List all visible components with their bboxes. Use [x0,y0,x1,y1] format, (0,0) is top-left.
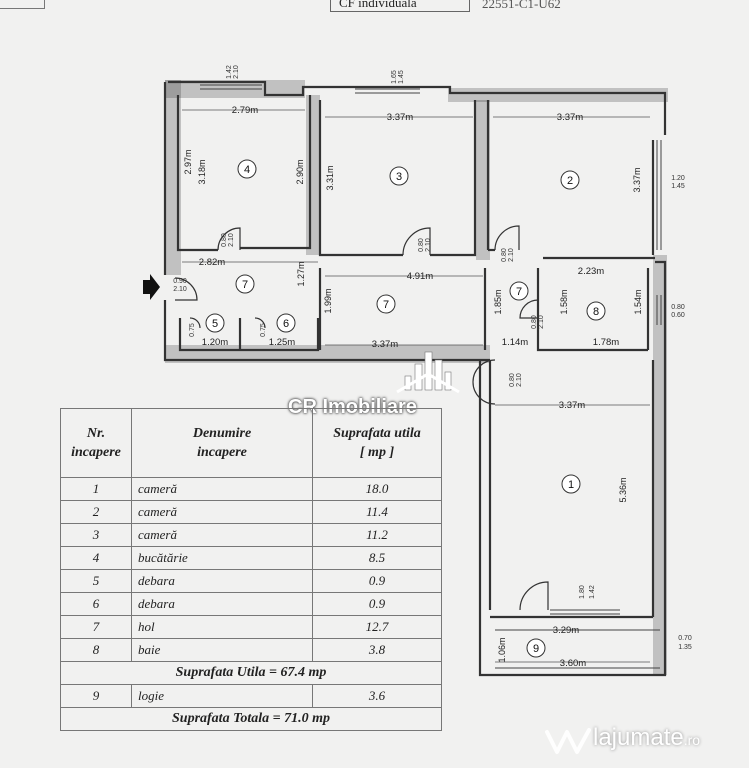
dim-text: 3.18m [197,159,207,184]
opening-text: 2.10 [233,65,240,79]
dim-text: 2.79m [232,105,258,116]
dim-text: 1.58m [559,289,569,314]
header-code: 22551-C1-U62 [482,0,561,11]
room-label-7c: 7 [516,286,522,298]
dim-text: 3.37m [387,112,413,123]
dim-text: 3.31m [325,165,335,190]
opening-text: 1.65 [391,70,398,84]
room-label-9: 9 [533,643,539,655]
opening-text: 0.75 [189,323,196,337]
dim-text: 3.37m [557,112,583,123]
room-label-8: 8 [593,306,599,318]
opening-text: 0.70 [678,635,692,642]
entry-arrow-icon [143,274,160,300]
opening-text: 0.60 [671,312,685,319]
room-label-7b: 7 [383,299,389,311]
opening-text: 1.45 [671,183,685,190]
opening-text: 0.80 [418,238,425,252]
opening-text: 1.45 [398,70,405,84]
opening-text: 2.10 [425,238,432,252]
dim-text: 3.37m [632,167,642,192]
opening-text: 2.10 [228,233,235,247]
room-label-4: 4 [244,164,250,176]
room-label-6: 6 [283,318,289,330]
dim-text: 2.97m [183,149,193,174]
dim-text: 5.36m [618,477,628,502]
opening-text: 1.42 [226,65,233,79]
opening-text: 1.80 [579,585,586,599]
lajumate-watermark: lajumate.ro [593,724,701,751]
opening-text: 2.10 [538,315,545,329]
totala-total-row: Suprafata Totala = 71.0 mp [60,707,442,731]
opening-text: 1.20 [671,175,685,182]
dim-text: 1.78m [593,337,619,348]
header-left-box [0,0,45,9]
dim-text: 2.23m [578,266,604,277]
opening-text: 2.10 [173,286,187,293]
dim-text: 2.82m [199,257,225,268]
header-cf-box: CF individuala [330,0,470,12]
dim-text: 1.99m [323,288,333,313]
opening-text: 0.80 [509,373,516,387]
opening-text: 0.75 [260,323,267,337]
dim-text: 3.37m [372,339,398,350]
dim-text: 4.91m [407,271,433,282]
dim-text: 1.85m [493,289,503,314]
utila-total-row: Suprafata Utila = 67.4 mp [60,661,442,685]
dim-text: 3.37m [559,400,585,411]
opening-text: 2.10 [516,373,523,387]
dim-text: 1.54m [633,289,643,314]
opening-text: 1.42 [589,585,596,599]
room-label-7a: 7 [242,279,248,291]
header-nr: Nr.incapere [60,408,132,478]
dim-text: 1.14m [502,337,528,348]
opening-text: 2.10 [508,248,515,262]
room-label-1: 1 [568,479,574,491]
opening-text: 0.80 [531,315,538,329]
dim-text: 3.60m [560,658,586,669]
cr-imobiliare-logo-icon [396,351,460,394]
opening-text: 1.35 [678,644,692,651]
opening-text: 0.80 [501,248,508,262]
room-label-5: 5 [212,318,218,330]
dim-text: 1.27m [296,261,306,286]
opening-text: 0.80 [221,233,228,247]
room-label-2: 2 [567,175,573,187]
dim-text: 1.20m [202,337,228,348]
room-label-3: 3 [396,171,402,183]
opening-text: 0.90 [173,278,187,285]
header-area: Suprafata utila[ mp ] [312,408,442,478]
dim-text: 3.29m [553,625,579,636]
lajumate-logo-icon [545,728,591,754]
dim-text: 1.06m [497,637,507,662]
dim-text: 1.25m [269,337,295,348]
opening-text: 0.80 [671,304,685,311]
dim-text: 2.90m [295,159,305,184]
